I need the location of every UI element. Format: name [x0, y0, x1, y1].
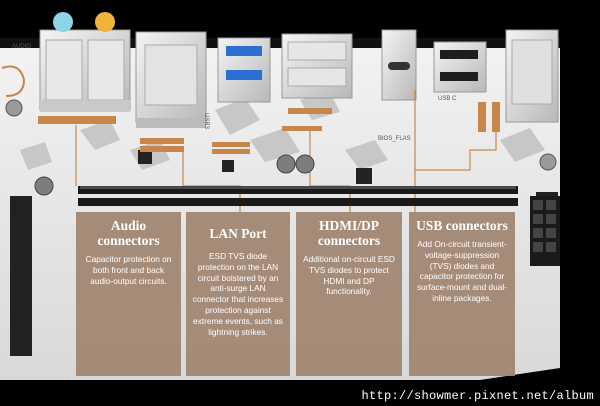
usb-port-stack — [433, 41, 487, 93]
silk-usbc-label: USB C — [438, 96, 457, 102]
panel-usb-connectors: USB connectors Add On-circuit transient-… — [409, 212, 515, 376]
panel-audio-connectors: Audio connectors Capacitor protection on… — [76, 212, 181, 376]
audio-jacks — [39, 12, 131, 112]
panel-description: ESD TVS diode protection on the LAN circ… — [192, 251, 284, 337]
lan-port — [135, 31, 207, 128]
silk-bios-label: BIOS_FLAS — [378, 136, 411, 142]
panel-title: HDMI/DP connectors — [317, 218, 381, 248]
panel-title: LAN Port — [209, 226, 267, 241]
esd-components — [38, 102, 500, 154]
panel-description: Additional on-circuit ESD TVS diodes to … — [303, 254, 395, 297]
silk-audio-label: AUDIO — [12, 44, 32, 50]
panel-title: Audio connectors — [97, 218, 160, 248]
pcie-slots — [78, 186, 518, 206]
usb3-port-stack — [217, 37, 271, 103]
panel-lan-port: LAN Port ESD TVS diode protection on the… — [186, 212, 290, 376]
capacitors — [34, 154, 315, 196]
panel-hdmi-dp-connectors: HDMI/DP connectors Additional on-circuit… — [296, 212, 402, 376]
watermark-url: http://showmer.pixnet.net/album — [361, 389, 594, 403]
hdmi-dp-ports — [281, 33, 353, 99]
right-lan-port — [505, 29, 559, 123]
usb-c-port — [381, 29, 417, 101]
panel-title: USB connectors — [416, 218, 508, 233]
panel-description: Capacitor protection on both front and b… — [85, 254, 172, 286]
screw-holes — [5, 99, 557, 171]
silk-usb3-label: USB3 — [202, 113, 209, 129]
panel-description: Add On-circuit transient-voltage-suppres… — [417, 239, 507, 303]
power-connector — [530, 196, 560, 266]
